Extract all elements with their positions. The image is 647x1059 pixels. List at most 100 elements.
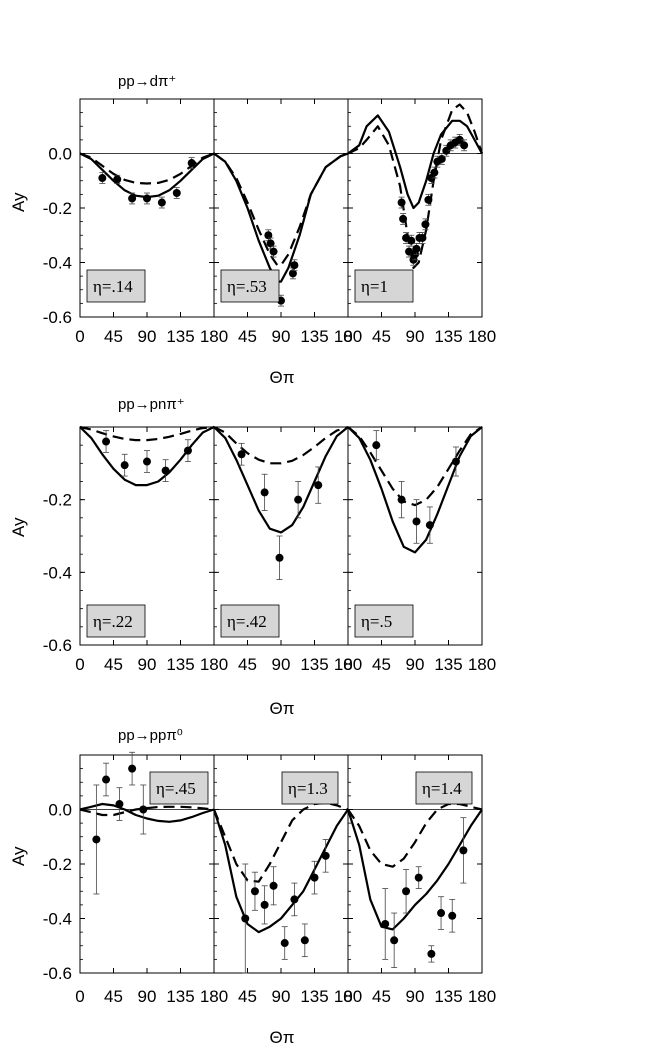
data-point [161,466,170,475]
data-point [143,194,151,203]
data-point [113,175,122,184]
data-point [381,919,390,928]
data-point [288,269,297,278]
data-point [280,939,289,948]
dashed-curve [79,425,215,442]
x-tick-label: 90 [406,655,425,674]
data-point [102,775,111,784]
eta-label-box [281,771,339,805]
data-point [407,236,416,245]
data-point [314,481,323,490]
solid-curve [347,426,483,554]
chart-row-1: pp→dπ⁺ Ay Θπ [9,73,294,387]
chart-title: pp→pnπ⁺ [118,396,185,413]
x-axis-label: Θπ [270,699,295,718]
x-tick-label: 0 [343,987,352,1006]
dashed-curve [347,103,484,269]
data-point [418,233,427,242]
eta-label: η=1.3 [288,779,328,798]
eta-label-box [220,269,280,303]
data-point [424,195,433,204]
data-point [390,936,399,945]
data-point [397,495,406,504]
data-point [442,146,451,155]
y-axis-label: Ay [9,517,28,537]
solid-curve [213,426,349,534]
data-point [250,887,259,896]
dashed-curve [347,426,483,507]
x-tick-label: 135 [434,655,462,674]
eta-label: η=.42 [227,612,267,631]
x-tick-label: 135 [166,655,194,674]
x-tick-label: 0 [75,655,84,674]
data-point [237,450,246,459]
data-point [102,437,111,446]
data-point [448,911,457,920]
x-tick-label: 45 [238,655,257,674]
eta-label: η=.53 [227,277,267,296]
eta-label-box [149,771,209,805]
data-point [300,936,309,945]
chart-title: pp→ppπ⁰ [118,727,183,744]
data-point [139,805,148,814]
dashed-curve [347,802,483,868]
x-tick-label: 45 [238,327,257,346]
data-point [172,189,181,198]
data-point [437,154,446,163]
x-tick-label: 0 [75,987,84,1006]
x-tick-label: 0 [75,327,84,346]
data-point [260,900,269,909]
y-tick-label: -0.4 [43,910,72,929]
data-point [92,835,101,844]
chart-title: pp→dπ⁺ [118,73,176,90]
x-tick-label: 135 [300,655,328,674]
data-point [397,198,406,207]
solid-curve [213,152,349,283]
x-tick-label: 135 [434,327,462,346]
data-point [412,517,421,526]
x-tick-label: 135 [300,327,328,346]
chart-row-3: pp→ppπ⁰ Ay Θπ [9,727,294,1047]
dashed-curve [213,425,349,465]
x-tick-label: 180 [200,655,228,674]
y-tick-label: 0.0 [48,145,72,164]
x-tick-label: 0 [343,327,352,346]
data-point [115,800,124,809]
x-tick-label: 90 [138,987,157,1006]
eta-label-box [415,771,473,805]
x-tick-label: 45 [372,655,391,674]
data-point [372,441,381,450]
data-point [421,220,430,229]
data-point [294,495,303,504]
y-tick-label: -0.4 [43,254,72,273]
eta-label-box [86,604,146,638]
x-tick-label: 45 [104,655,123,674]
data-point [128,194,137,203]
y-tick-label: -0.2 [43,491,72,510]
eta-label: η=.45 [156,779,196,798]
data-point [187,159,196,168]
data-point [275,553,284,562]
data-point [402,887,411,896]
y-tick-label: 0.0 [48,801,72,820]
x-tick-label: 180 [200,987,228,1006]
x-tick-label: 90 [272,987,291,1006]
eta-label-box [354,269,414,303]
data-point [183,446,192,455]
data-point [425,521,434,530]
x-tick-label: 90 [406,327,425,346]
solid-curve [347,114,483,210]
x-axis-label: Θπ [270,1028,295,1047]
